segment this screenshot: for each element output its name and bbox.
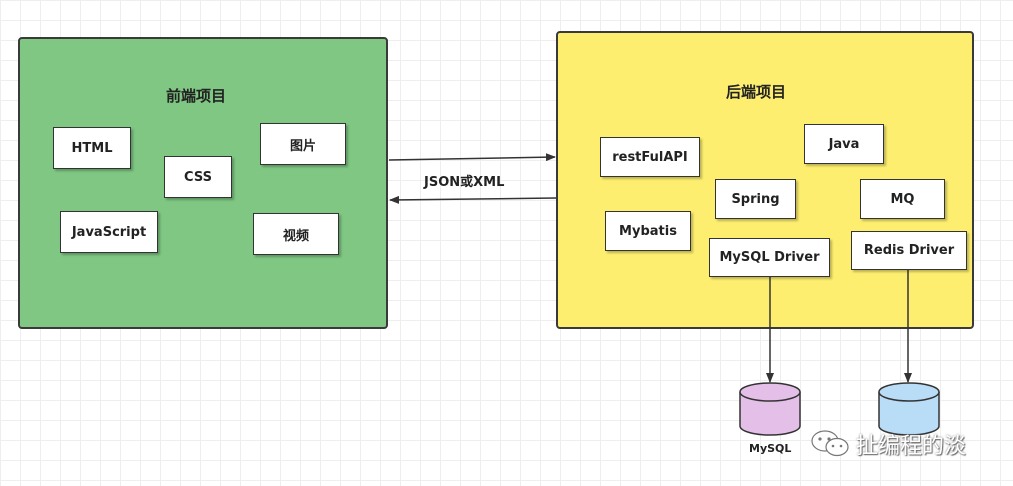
wechat-icon: [811, 430, 849, 457]
mysql-database-icon: [739, 382, 801, 436]
node-spring: Spring: [715, 179, 796, 219]
node-image: 图片: [260, 123, 346, 165]
node-mysql-driver: MySQL Driver: [709, 238, 830, 277]
frontend-project-title: 前端项目: [166, 87, 227, 105]
request-arrow: [388, 153, 556, 162]
watermark-text: 扯编程的淡: [856, 434, 967, 459]
response-arrow: [389, 195, 557, 204]
node-mq: MQ: [860, 179, 945, 219]
node-mybatis: Mybatis: [605, 211, 691, 251]
watermark: 扯编程的淡: [810, 428, 966, 460]
connection-label: JSON或XML: [424, 175, 505, 190]
mysql-database-label: MySQL: [749, 442, 792, 455]
backend-project-title: 后端项目: [726, 83, 787, 101]
node-java: Java: [804, 124, 884, 164]
node-html: HTML: [53, 127, 131, 169]
node-redis-driver: Redis Driver: [851, 231, 967, 270]
redis-database-icon: [878, 382, 940, 436]
node-restfulapi: restFulAPI: [600, 137, 700, 177]
node-video: 视频: [253, 213, 339, 255]
node-css: CSS: [164, 156, 232, 198]
node-javascript: JavaScript: [60, 211, 158, 253]
